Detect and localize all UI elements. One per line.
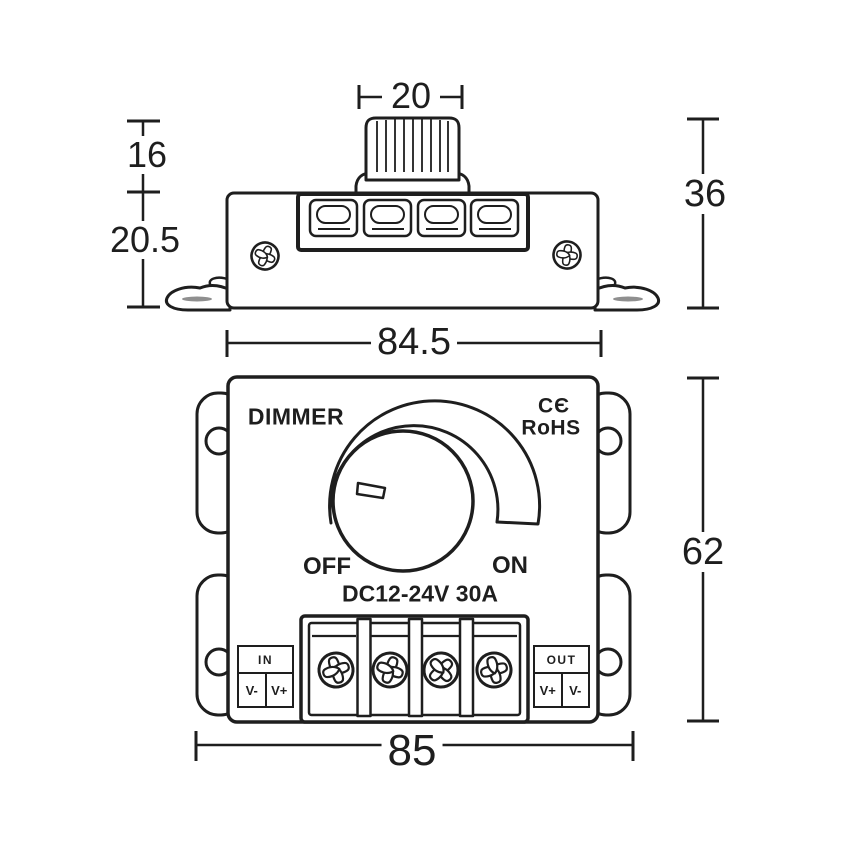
knob-front [331,429,475,573]
front-view-drawing [195,375,632,724]
output-terminal-label: OUT [535,647,588,674]
knob-on-label: ON [492,552,528,579]
input-terminal-v-minus: V- [245,682,258,698]
dim-label-body-height: 20.5 [103,221,187,259]
input-terminal-v-plus: V+ [264,674,293,706]
dim-label-total-height: 36 [677,174,733,214]
ce-mark: CЄ [537,394,571,418]
knob-off-label: OFF [303,553,351,580]
terminal-strip-side [296,192,530,252]
power-rating-label: DC12-24V 30A [342,580,498,607]
dim-label-body-width: 84.5 [371,322,457,362]
product-title: DIMMER [247,403,345,430]
terminal-block-front [299,614,530,724]
dim-label-knob-height: 16 [120,136,174,174]
input-terminal-box: IN V- V+ [237,645,294,708]
dim-label-front-height: 62 [675,532,731,572]
dim-label-front-width: 85 [381,728,443,774]
side-view-drawing [164,116,661,312]
output-terminal-box: OUT V+ V- [533,645,590,708]
mounting-foot-right [593,276,661,312]
input-terminal-label: IN [239,647,292,674]
rohs-mark: RoHS [521,416,581,440]
dim-knob-width [357,85,464,109]
output-terminal-v-minus: V- [560,674,589,706]
knob-side [354,116,471,198]
dim-label-knob-width: 20 [384,77,438,115]
knob-pointer [355,481,387,500]
output-terminal-v-plus: V+ [539,682,556,698]
mounting-foot-left [164,276,232,312]
